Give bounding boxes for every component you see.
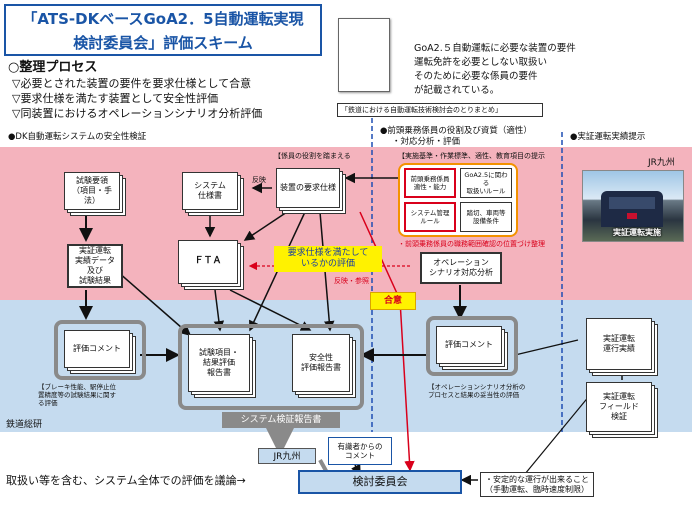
title-box: 「ATS-DKベースGoA2．5自動運転実現 検討委員会」評価スキーム	[4, 4, 322, 56]
process-item-1: ▽必要とされた装置の要件を要求仕様として合意	[12, 77, 252, 90]
op-scenario-box: オペレーション シナリオ対応分析	[420, 252, 502, 284]
left-eval-frame	[54, 320, 146, 380]
test-data-box: 実証運転 実績データ 及び 試験結果	[67, 244, 123, 288]
header-right: ●実証運転実績提示	[570, 132, 646, 142]
report-desc-1: GoA2.５自動運転に必要な装置の要件	[414, 43, 576, 54]
header-left: ●DK自動運転システムの安全性検証	[8, 132, 147, 142]
title-line1: 「ATS-DKベースGoA2．5自動運転実現	[22, 10, 304, 28]
req-note: 【係員の役割を踏まえる	[274, 152, 351, 160]
system-verify-label: システム検証報告書	[240, 415, 322, 425]
safety-report-doc: 安全性 評価報告書	[292, 334, 350, 392]
bottom-left-text: 取扱い等を含む、システム全体での評価を議論→	[6, 474, 246, 487]
system-spec-doc: システム 仕様書	[182, 172, 238, 210]
test-spec-doc: 試験要領 （項目・手法）	[64, 172, 120, 210]
expert-comment-box: 有識者からの コメント	[328, 437, 392, 465]
agreement-label: 合意	[370, 292, 416, 310]
orange-cell-2: GoA2.5に関わる 取扱いルール	[460, 168, 512, 198]
test-report-doc: 試験項目・ 結果評価 報告書	[188, 334, 250, 392]
orange-bottom-label: ・前頭乗務係員の職務範囲確認の位置づけ整理	[398, 240, 545, 248]
orange-cell-4: 踏切、車両等 設備条件	[460, 202, 512, 232]
committee-box: 検討委員会	[298, 470, 462, 494]
title-line2: 検討委員会」評価スキーム	[73, 34, 253, 52]
process-item-3: ▽同装置におけるオペレーションシナリオ分析評価	[12, 107, 263, 120]
run-record-doc: 実証運転 運行実績	[586, 318, 652, 370]
bottom-right-text: ・安定的な運行が出来ること （手動運転、臨時速度制限）	[480, 472, 594, 498]
report-cover	[338, 18, 390, 92]
reports-frame	[178, 324, 364, 410]
report-desc-4: が記載されている。	[414, 85, 500, 96]
requirement-check-label: 要求仕様を満たして いるかの評価	[274, 246, 382, 272]
fta-title: ＦＴＡ	[194, 256, 222, 267]
tetsudo-soken-label: 鉄道総研	[6, 420, 43, 430]
right-comment-note: 【オペレーションシナリオ分析の プロセスと結果の妥当性の評価	[428, 383, 526, 399]
field-verify-doc: 実証運転 フィールド 検証	[586, 382, 652, 432]
jr-kyushu-label: JR九州	[648, 158, 675, 168]
train-logo-red	[627, 213, 637, 219]
report-desc-3: そのために必要な係員の要件	[414, 71, 538, 82]
left-comment-note: 【ブレーキ性能、駅停止位 置精度等の試験結果に関す る評価	[38, 383, 116, 407]
system-verify-bar: システム検証報告書	[222, 412, 340, 428]
process-heading: ○整理プロセス	[8, 60, 98, 75]
orange-cell-3: システム管理 ルール	[404, 202, 456, 232]
report-caption: 「鉄道における自動運転技術検討会のとりまとめ」	[337, 103, 543, 118]
train-window	[609, 197, 655, 209]
report-desc-2: 運転免許を必要としない取扱い	[414, 57, 548, 68]
orange-top-label: 【実施基準・作業標準、適性、教育項目の提示	[398, 152, 545, 160]
photo-caption: 実証運転実施	[613, 228, 661, 237]
eval-comment-right: 評価コメント	[436, 326, 502, 364]
fta-doc: ＦＴＡ	[178, 240, 238, 284]
device-req-doc: 装置の要求仕様	[276, 168, 340, 208]
train-photo: 実証運転実施	[582, 170, 684, 242]
eval-comment-left: 評価コメント	[64, 330, 130, 368]
reflect-label-2: 反映・参照	[334, 277, 369, 285]
header-mid-sub: ・対応分析・評価	[392, 137, 461, 147]
jr-small-label: JR九州	[273, 452, 301, 462]
reflect-label-1: 反映	[252, 176, 266, 184]
right-eval-frame	[426, 316, 518, 376]
orange-cell-1: 前頭乗務係員 適性・能力	[404, 168, 456, 198]
process-item-2: ▽要求仕様を満たす装置として安全性評価	[12, 92, 219, 105]
jr-small-box: JR九州	[258, 448, 316, 464]
header-mid: ●前頭乗務係員の役割及び資質（適性）	[380, 126, 532, 136]
